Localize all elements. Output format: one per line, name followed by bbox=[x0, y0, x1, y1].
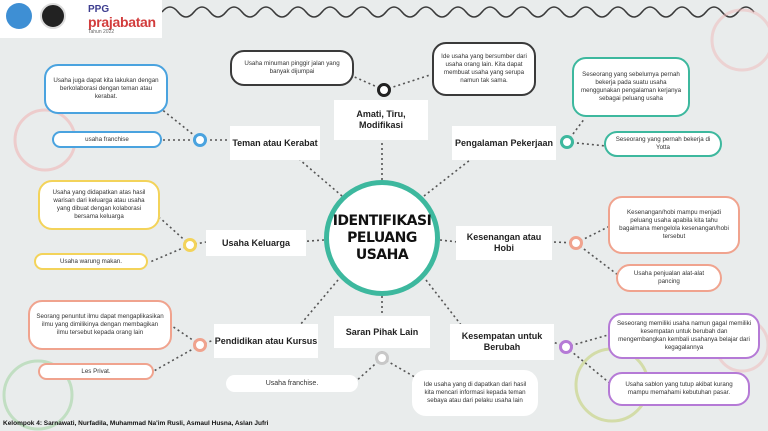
junction-dot-amati bbox=[377, 83, 391, 97]
junction-dot-pendidikan bbox=[193, 338, 207, 352]
node-pendidikan: Pendidikan atau Kursus bbox=[214, 324, 318, 358]
center-topic: IDENTIFIKASI PELUANG USAHA bbox=[324, 180, 440, 296]
desc-keluarga-1: Usaha yang didapatkan atas hasil warisan… bbox=[38, 180, 160, 230]
desc-pengalaman-2: Seseorang yang pernah bekerja di Yotta bbox=[604, 131, 722, 157]
center-title: IDENTIFIKASI PELUANG USAHA bbox=[332, 212, 432, 263]
university-seal-icon bbox=[40, 3, 66, 29]
node-saran: Saran Pihak Lain bbox=[334, 316, 430, 348]
desc-saran-1: Usaha franchise. bbox=[226, 375, 358, 392]
ring-decoration-bottom-left bbox=[2, 359, 74, 431]
desc-teman-2: usaha franchise bbox=[52, 131, 162, 148]
ppg-label: PPG bbox=[88, 4, 110, 15]
node-amati: Amati, Tiru, Modifikasi bbox=[334, 100, 428, 140]
wavy-decoration bbox=[161, 6, 755, 18]
desc-kesempatan-1: Seseorang memiliki usaha namun gagal mem… bbox=[608, 313, 760, 359]
junction-dot-saran bbox=[375, 351, 389, 365]
node-pengalaman: Pengalaman Pekerjaan bbox=[452, 126, 556, 160]
footer-credits: Kelompok 4: Sarnawati, Nurfadila, Muhamm… bbox=[3, 420, 269, 427]
junction-dot-kesenangan bbox=[569, 236, 583, 250]
desc-pendidikan-1: Seorang penuntut ilmu dapat mengaplikasi… bbox=[28, 300, 172, 350]
desc-kesenangan-2: Usaha penjualan alat-alat pancing bbox=[616, 264, 722, 292]
junction-dot-keluarga bbox=[183, 238, 197, 252]
desc-keluarga-2: Usaha warung makan. bbox=[34, 253, 148, 270]
tahun-label: Tahun 2022 bbox=[88, 29, 115, 35]
desc-teman-1: Usaha juga dapat kita lakukan dengan ber… bbox=[44, 64, 168, 114]
desc-amati-1: Usaha minuman pinggir jalan yang banyak … bbox=[230, 50, 354, 86]
desc-kesenangan-1: Kesenangan/hobi mampu menjadi peluang us… bbox=[608, 196, 740, 254]
junction-dot-pengalaman bbox=[560, 135, 574, 149]
desc-saran-2: Ide usaha yang di dapatkan dari hasil ki… bbox=[412, 370, 538, 416]
junction-dot-kesempatan bbox=[559, 340, 573, 354]
prajabatan-label: prajabatan bbox=[88, 14, 156, 30]
kemendikbud-logo-icon bbox=[6, 3, 32, 29]
desc-pengalaman-1: Seseorang yang sebelumya pernah bekerja … bbox=[572, 57, 690, 117]
ring-decoration-right bbox=[710, 8, 768, 72]
node-teman: Teman atau Kerabat bbox=[230, 126, 320, 160]
node-kesenangan: Kesenangan atau Hobi bbox=[456, 226, 552, 260]
header-logo-panel: PPG prajabatan Tahun 2022 bbox=[0, 0, 162, 38]
junction-dot-teman bbox=[193, 133, 207, 147]
desc-kesempatan-2: Usaha sablon yang tutup akibat kurang ma… bbox=[608, 372, 750, 406]
desc-pendidikan-2: Les Privat. bbox=[38, 363, 154, 380]
node-keluarga: Usaha Keluarga bbox=[206, 230, 306, 256]
node-kesempatan: Kesempatan untuk Berubah bbox=[450, 324, 554, 360]
desc-amati-2: Ide usaha yang bersumber dari usaha oran… bbox=[432, 42, 536, 96]
